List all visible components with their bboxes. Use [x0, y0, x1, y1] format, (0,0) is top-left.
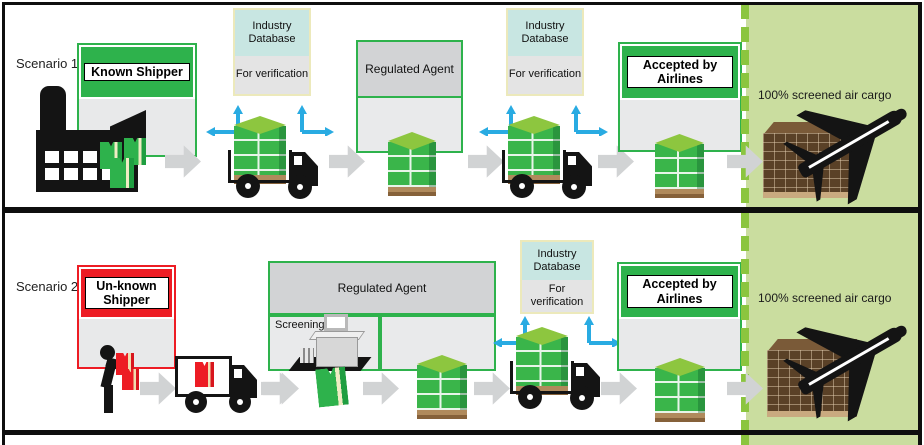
- known-shipper-box: Known Shipper: [77, 43, 197, 157]
- outcome-text-s2: 100% screened air cargo: [758, 291, 892, 305]
- verification-elbow-arrow-icon: [297, 105, 334, 136]
- frame-border-right: [918, 2, 922, 445]
- accepted-by-airlines-label: Accepted by Airlines: [626, 275, 733, 308]
- cargo-pallet-icon: [655, 358, 705, 422]
- scenario-divider: [2, 207, 922, 213]
- industry-database-box-2: Industry Database For verification: [506, 8, 584, 96]
- cargo-pallet-icon: [388, 132, 436, 196]
- cargo-container-icon: [767, 339, 857, 417]
- screened-zone-dashed-divider-sliver: [741, 435, 749, 445]
- flow-arrow-icon: [474, 372, 510, 405]
- known-shipper-label: Known Shipper: [84, 62, 190, 82]
- flow-arrow-icon: [468, 145, 504, 178]
- outcome-text-s1: 100% screened air cargo: [758, 88, 892, 102]
- truck-with-cargo-icon: [228, 112, 318, 200]
- industry-database-title: Industry Database: [508, 10, 582, 56]
- xray-machine-icon: [288, 309, 376, 371]
- accepted-by-airlines-label: Accepted by Airlines: [627, 55, 733, 89]
- regulated-agent-label: Regulated Agent: [337, 281, 427, 295]
- screened-zone-dashed-divider-s1: [741, 4, 749, 207]
- frame-border-left: [2, 2, 5, 445]
- industry-database-box-1: Industry Database For verification: [233, 8, 311, 96]
- frame-border-top: [2, 2, 922, 5]
- scenario2-label: Scenario 2: [16, 279, 79, 294]
- industry-database-box-s2: Industry Database For verification: [520, 240, 594, 314]
- accepted-by-airlines-box-s1: Accepted by Airlines: [618, 42, 742, 152]
- cargo-pallet-icon: [417, 355, 467, 419]
- screened-box-icon: [315, 367, 349, 408]
- unknown-shipper-box: Un-known Shipper: [77, 265, 176, 369]
- cutoff-row: [0, 435, 924, 445]
- screened-zone-dashed-divider-s2: [741, 213, 749, 430]
- screening-sub-box: Screening: [268, 314, 380, 371]
- regulated-agent-label: Regulated Agent: [365, 62, 454, 76]
- flow-arrow-icon: [363, 372, 399, 405]
- industry-database-title: Industry Database: [522, 242, 592, 280]
- for-verification-label: For verification: [522, 280, 592, 312]
- factory-icon: [36, 86, 152, 192]
- box-truck-unscreened-icon: [175, 356, 258, 413]
- cargo-pallet-icon: [655, 134, 704, 198]
- industry-database-title: Industry Database: [235, 10, 309, 56]
- screened-zone-sliver: [746, 435, 918, 445]
- truck-with-cargo-icon: [502, 112, 592, 200]
- person-carrying-boxes-icon: [92, 345, 144, 413]
- unknown-shipper-label: Un-known Shipper: [84, 276, 169, 310]
- scenario2-row: Scenario 2 Un-known Shipper Regulated Ag…: [0, 213, 924, 430]
- truck-with-cargo-icon: [510, 323, 600, 413]
- for-verification-label: For verification: [235, 56, 309, 94]
- for-verification-label: For verification: [508, 56, 582, 94]
- accepted-by-airlines-box-s2: Accepted by Airlines: [617, 262, 742, 371]
- bottom-divider: [2, 430, 922, 435]
- regulated-agent-box-s2: Regulated Agent: [268, 261, 496, 315]
- screening-label: Screening: [275, 319, 325, 331]
- scenario1-row: Scenario 1 Known Shipper Industry Databa…: [0, 4, 924, 207]
- scenario1-label: Scenario 1: [16, 56, 79, 71]
- flow-arrow-icon: [601, 372, 637, 405]
- flow-arrow-icon: [140, 372, 176, 405]
- verification-elbow-arrow-icon: [571, 105, 608, 136]
- verification-elbow-arrow-icon: [584, 316, 621, 347]
